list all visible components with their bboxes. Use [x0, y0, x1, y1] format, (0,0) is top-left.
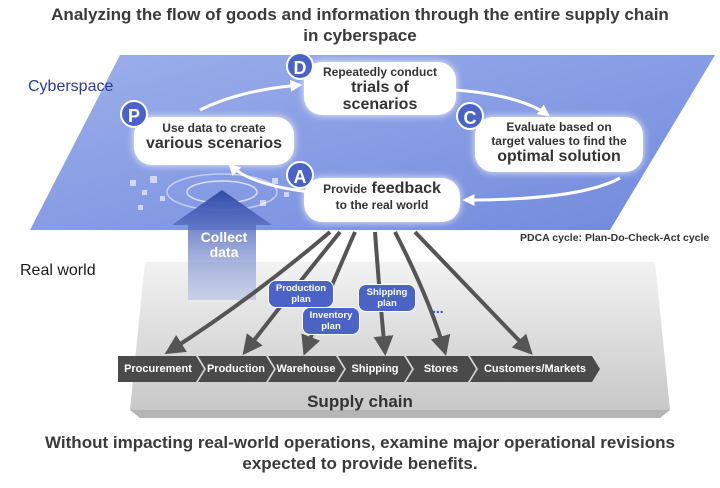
cycle-arrow-d-to-c — [454, 88, 550, 117]
stage-bar-stores — [406, 356, 476, 382]
cycle-arrow-p-to-d — [199, 79, 303, 112]
stage-shipping: Shipping — [351, 363, 399, 375]
collect-data-label: Collect data — [200, 229, 248, 260]
stage-procurement: Procurement — [124, 363, 192, 375]
cycle-arrow-c-to-a — [462, 176, 621, 206]
plan-bubble: Use data to create various scenarios — [134, 117, 294, 165]
stage-warehouse: Warehouse — [276, 363, 336, 375]
stage-bar-customers — [470, 356, 600, 382]
act-bubble: Provide feedback to the real world — [304, 178, 460, 222]
stage-stores: Stores — [423, 363, 459, 375]
check-letter-icon: C — [456, 102, 484, 130]
real-world-plane-shadow — [130, 410, 670, 418]
act-letter-icon: A — [286, 161, 314, 189]
collect-data-arrow — [172, 190, 272, 300]
do-letter-icon: D — [286, 52, 314, 80]
stage-production: Production — [206, 363, 266, 375]
supply-chain-label: Supply chain — [307, 392, 413, 411]
stage-bar-warehouse — [268, 356, 344, 382]
more-plans-ellipsis: ... — [432, 300, 444, 316]
do-bubble: Repeatedly conduct trials of scenarios — [304, 62, 456, 115]
diagram-title: Analyzing the flow of goods and informat… — [51, 5, 669, 45]
stage-customers-markets: Customers/Markets — [483, 363, 587, 375]
diagram-footer: Without impacting real-world operations,… — [45, 433, 675, 473]
stage-bar-shipping — [338, 356, 412, 382]
plan-letter-icon: P — [120, 100, 148, 128]
cyberspace-label: Cyberspace — [28, 78, 114, 95]
real-world-label: Real world — [20, 262, 96, 279]
pdca-cycle-note: PDCA cycle: Plan-Do-Check-Act cycle — [520, 232, 710, 244]
cyberspace-plane — [30, 55, 715, 230]
check-bubble: Evaluate based on target values to find … — [475, 117, 643, 172]
stage-bar-procurement — [118, 356, 204, 382]
cycle-arrow-a-to-p — [228, 163, 311, 194]
data-particles — [130, 176, 289, 210]
stage-bar-production — [198, 356, 274, 382]
